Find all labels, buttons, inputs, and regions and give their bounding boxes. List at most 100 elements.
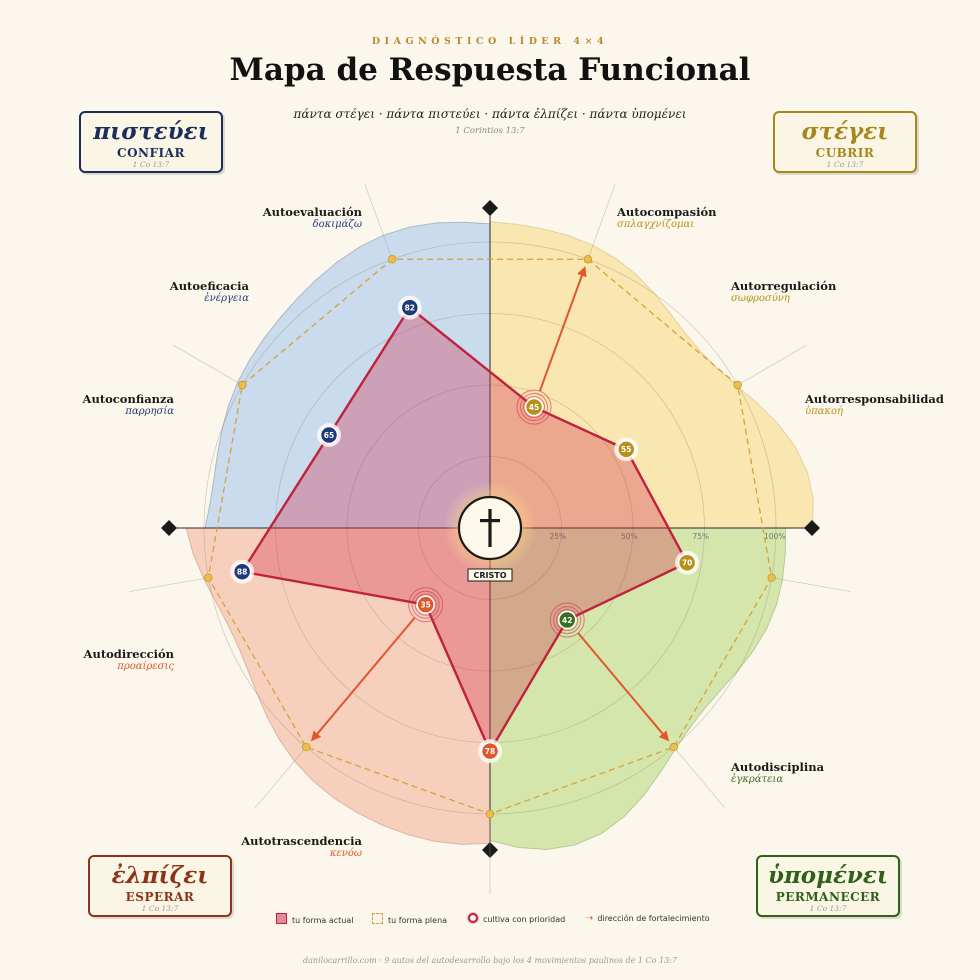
point-value-label: 42 [562, 616, 572, 625]
point-marker [480, 741, 500, 761]
quadrant-greek: ἐλπίζει [111, 862, 209, 889]
priority-ring [519, 393, 549, 422]
full-form-outline [207, 258, 773, 815]
quadrant-greek: στέγει [801, 118, 889, 145]
quadrant-greek: ὑπομένει [767, 862, 889, 889]
ring-label: 50% [621, 532, 638, 541]
strengthening-arrows [310, 266, 670, 742]
axis-label-autodisciplina: Autodisciplina ἐγκράτεια [731, 760, 825, 786]
quadrant-box-permanecer: ὑπομένει PERMANECER 1 Co 13:7 [756, 855, 900, 917]
point-marker [677, 553, 697, 573]
axis-label-autodireccion: Autodirección προαίρεσις [83, 647, 174, 673]
point-value-label: 82 [405, 303, 415, 312]
point-marker [416, 595, 435, 614]
footer: danilocarrillo.com · 9 autos del autodes… [303, 956, 677, 965]
priority-ring [549, 602, 585, 638]
quadrant-ref: 1 Co 13:7 [141, 904, 179, 913]
ring-label: 75% [693, 532, 710, 541]
arrow-right-icon: ➝ [585, 913, 594, 924]
legend-swatch-current [276, 913, 287, 924]
leader-line [673, 746, 726, 809]
center-emblem: CRISTO [444, 482, 536, 582]
leader-line [587, 183, 616, 260]
quadrant-box-esperar: ἐλπίζει ESPERAR 1 Co 13:7 [88, 855, 232, 917]
full-form-vertex [387, 255, 397, 264]
priority-ring [553, 605, 582, 635]
legend-full: tu forma plena [372, 913, 447, 927]
leader-line [737, 344, 808, 386]
axis-label-autorregulacion: Autorregulación σωφροσύνη [731, 279, 837, 305]
legend-current: tu forma actual [276, 913, 353, 927]
quadrant-verb: CUBRIR [815, 146, 875, 160]
axis-label-autoeficacia: Autoeficacia ἐνέργεια [169, 279, 249, 305]
quadrant-verb: ESPERAR [125, 890, 195, 904]
quadrant-region [490, 221, 814, 528]
leader-line [364, 183, 393, 260]
leader-line [771, 577, 851, 592]
full-form-polygon [204, 255, 776, 819]
axis-label-autorresponsabilidad: Autorresponsabilidad ὑπακοή [805, 392, 944, 418]
point-value-label: 45 [529, 403, 539, 412]
quadrant-region [204, 221, 490, 528]
quadrant-greek: πιστεύει [93, 118, 209, 145]
ring-label: 25% [550, 532, 567, 541]
point-marker [557, 610, 577, 630]
priority-ring [411, 590, 440, 619]
axis-label-autoconfianza: Autoconfianza παρρησία [82, 392, 174, 418]
full-form-vertex [733, 380, 742, 390]
priority-ring [516, 389, 552, 425]
priority-ring [556, 608, 579, 632]
data-points: 45 55 70 42 78 35 88 65 82 [230, 295, 700, 764]
axis-diamond-icon [161, 520, 177, 536]
point-value-label: 78 [485, 747, 495, 756]
verse-reference: 1 Corintios 13:7 [455, 126, 525, 136]
leader-line [172, 344, 243, 386]
direction-arrow [310, 617, 416, 742]
full-form-vertex [669, 742, 679, 752]
ring-label: 100% [764, 532, 785, 541]
leader-line [254, 746, 307, 809]
cross-icon [488, 509, 492, 547]
kicker: DIAGNÓSTICO LÍDER 4×4 [371, 36, 609, 47]
legend-swatch-priority [468, 913, 478, 923]
cross-icon-bar [480, 519, 500, 523]
center-label: CRISTO [473, 571, 506, 580]
axis-diamond-icon [804, 520, 820, 536]
legend-priority: cultiva con prioridad [468, 913, 565, 926]
quadrant-ref: 1 Co 13:7 [132, 160, 170, 169]
label-leader-lines [129, 183, 851, 895]
quadrant-regions [185, 221, 814, 851]
axis-diamond-icon [482, 200, 498, 216]
axis-label-autocompasion: Autocompasión σπλαγχνίζομαι [617, 205, 717, 231]
axis-label-autoevaluacion: Autoevaluación δοκιμάζω [262, 205, 362, 231]
point-value-label: 88 [237, 568, 247, 577]
point-marker [232, 562, 252, 581]
quadrant-box-cubrir: στέγει CUBRIR 1 Co 13:7 [773, 111, 917, 173]
priority-ring [414, 593, 437, 616]
quadrant-ref: 1 Co 13:7 [826, 160, 864, 169]
quadrant-box-confiar: πιστεύει CONFIAR 1 Co 13:7 [79, 111, 223, 173]
full-form-vertex [238, 380, 247, 390]
priority-ring [522, 396, 546, 419]
quadrant-ref: 1 Co 13:7 [809, 904, 847, 913]
point-value-label: 55 [621, 445, 631, 454]
point-value-label: 70 [682, 559, 692, 568]
point-marker [616, 440, 636, 459]
point-value-label: 35 [420, 600, 430, 609]
point-value-label: 65 [324, 431, 334, 440]
axis-label-autotrascendencia: Autotrascendencia κενόω [241, 834, 362, 860]
full-form-vertex [767, 573, 776, 582]
full-form-vertex [583, 255, 593, 264]
page-title: Mapa de Respuesta Funcional [229, 52, 751, 88]
greek-verse: πάντα στέγει · πάντα πιστεύει · πάντα ἐλ… [293, 107, 687, 121]
center-label-box [467, 568, 513, 582]
full-form-vertex [485, 809, 495, 819]
direction-arrow [577, 632, 670, 742]
quadrant-region [185, 528, 490, 846]
point-marker [400, 298, 420, 317]
full-form-vertex [204, 573, 213, 582]
legend-direction: ➝dirección de fortalecimiento [585, 913, 710, 924]
full-form-vertex [301, 742, 311, 752]
point-marker [319, 425, 339, 445]
